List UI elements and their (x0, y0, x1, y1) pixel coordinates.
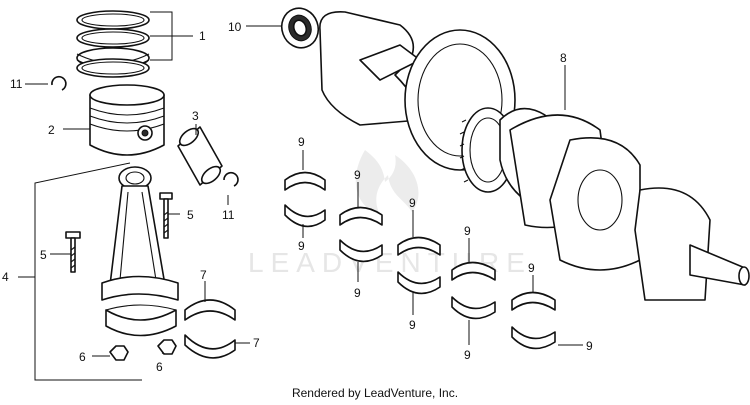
rod-cap (105, 309, 177, 337)
callout-6-right: 6 (156, 360, 163, 374)
callout-3: 3 (192, 109, 199, 123)
callout-11-left: 11 (10, 77, 23, 91)
main-bearing-4 (451, 261, 496, 320)
piston-pin (177, 126, 223, 186)
assembly-bracket (34, 162, 142, 381)
callout-9-j: 9 (586, 339, 593, 353)
callout-10: 10 (228, 20, 242, 34)
watermark-flame-logo (355, 150, 419, 215)
callout-9-b: 9 (298, 239, 305, 253)
callout-9-c: 9 (354, 168, 361, 182)
callout-9-e: 9 (409, 196, 416, 210)
callout-7-top: 7 (200, 268, 207, 282)
leader-lines (18, 11, 583, 357)
callout-labels: 1 2 3 4 5 5 6 6 7 7 8 9 9 9 9 9 9 9 9 9 … (2, 20, 593, 374)
callout-7-right: 7 (253, 336, 260, 350)
main-bearing-3 (397, 236, 441, 295)
callout-5-right: 5 (187, 208, 194, 222)
rod-bearing (184, 299, 236, 359)
circlip-right (223, 171, 239, 187)
main-bearing-5 (511, 291, 556, 350)
callout-4: 4 (2, 270, 9, 284)
callout-9-a: 9 (298, 135, 305, 149)
credit-line: Rendered by LeadVenture, Inc. (291, 386, 459, 400)
callout-2: 2 (48, 123, 55, 137)
rod-nut-left (109, 345, 129, 361)
piston-rings (76, 10, 150, 78)
callout-9-f: 9 (409, 318, 416, 332)
connecting-rod (101, 166, 179, 337)
callout-9-i: 9 (528, 261, 535, 275)
circlip-left (51, 75, 67, 91)
rod-bolt-right (159, 192, 173, 239)
callout-6-left: 6 (79, 350, 86, 364)
callout-9-g: 9 (464, 224, 471, 238)
callout-9-h: 9 (464, 348, 471, 362)
callout-1: 1 (199, 29, 206, 43)
callout-9-d: 9 (354, 286, 361, 300)
main-bearing-2 (339, 206, 383, 263)
rod-bolt-left (65, 231, 81, 273)
rod-nut-right (157, 339, 177, 355)
crankshaft (319, 11, 750, 301)
callout-8: 8 (560, 51, 567, 65)
callout-11-right: 11 (222, 208, 235, 222)
callout-5-left: 5 (40, 248, 47, 262)
oil-seal (280, 7, 320, 49)
piston (89, 84, 165, 156)
main-bearing-1 (284, 171, 326, 228)
